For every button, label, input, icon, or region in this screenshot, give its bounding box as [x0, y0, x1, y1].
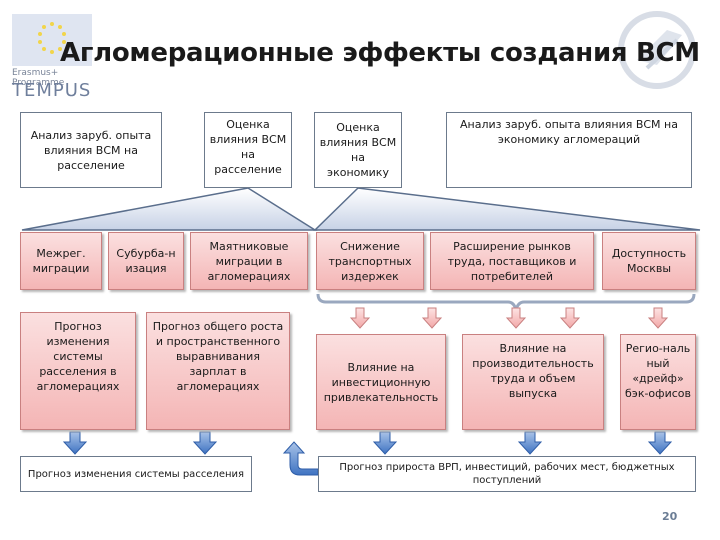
- arrow-down-2: [421, 307, 443, 329]
- arrow-down-1: [349, 307, 371, 329]
- funnel-left: [21, 187, 318, 231]
- grp-growth-forecast-box: Прогноз прироста ВРП, инвестиций, рабочи…: [318, 456, 696, 492]
- analysis-abroad-economy-box: Анализ заруб. опыта влияния ВСМ на эконо…: [446, 112, 692, 188]
- tempus-logo-text: TEMPUS: [12, 80, 92, 101]
- programme-label: Erasmus+ Programme: [12, 68, 65, 88]
- productivity-impact-box: Влияние на производительность труда и об…: [462, 334, 604, 430]
- blue-arrow-down-2: [192, 431, 218, 455]
- market-expansion-box: Расширение рынков труда, поставщиков и п…: [430, 232, 594, 290]
- suburbanization-box: Субурба-н изация: [108, 232, 184, 290]
- eu-flag-logo: [12, 14, 92, 66]
- arrow-down-4: [559, 307, 581, 329]
- university-emblem-icon: [612, 10, 702, 90]
- settlement-system-forecast-box: Прогноз изменения системы расселения: [20, 456, 252, 492]
- arrow-down-3: [505, 307, 527, 329]
- page-title: Агломерационные эффекты создания ВСМ: [60, 38, 700, 68]
- blue-arrow-down-4: [517, 431, 543, 455]
- settlement-forecast-box: Прогноз изменения системы расселения в а…: [20, 312, 136, 430]
- interregional-migration-box: Межрег. миграции: [20, 232, 102, 290]
- evaluation-economy-box: Оценка влияния ВСМ на экономику: [314, 112, 402, 188]
- arrow-down-5: [647, 307, 669, 329]
- brace-right: [316, 293, 696, 311]
- back-office-drift-box: Регио-наль ный «дрейф» бэк-офисов: [620, 334, 696, 430]
- investment-attractiveness-box: Влияние на инвестиционную привлекательно…: [316, 334, 446, 430]
- moscow-accessibility-box: Доступность Москвы: [602, 232, 696, 290]
- pendulum-migration-box: Маятниковые миграции в агломерациях: [190, 232, 308, 290]
- bidirectional-arrow: [282, 441, 319, 476]
- transport-costs-box: Снижение транспортных издержек: [316, 232, 424, 290]
- funnel-right: [313, 187, 701, 231]
- page-number: 20: [662, 510, 678, 523]
- blue-arrow-down-1: [62, 431, 88, 455]
- evaluation-settlement-box: Оценка влияния ВСМ на расселение: [204, 112, 292, 188]
- blue-arrow-down-5: [647, 431, 673, 455]
- blue-arrow-down-3: [372, 431, 398, 455]
- wage-growth-forecast-box: Прогноз общего роста и пространственного…: [146, 312, 290, 430]
- analysis-abroad-settlement-box: Анализ заруб. опыта влияния ВСМ на рассе…: [20, 112, 162, 188]
